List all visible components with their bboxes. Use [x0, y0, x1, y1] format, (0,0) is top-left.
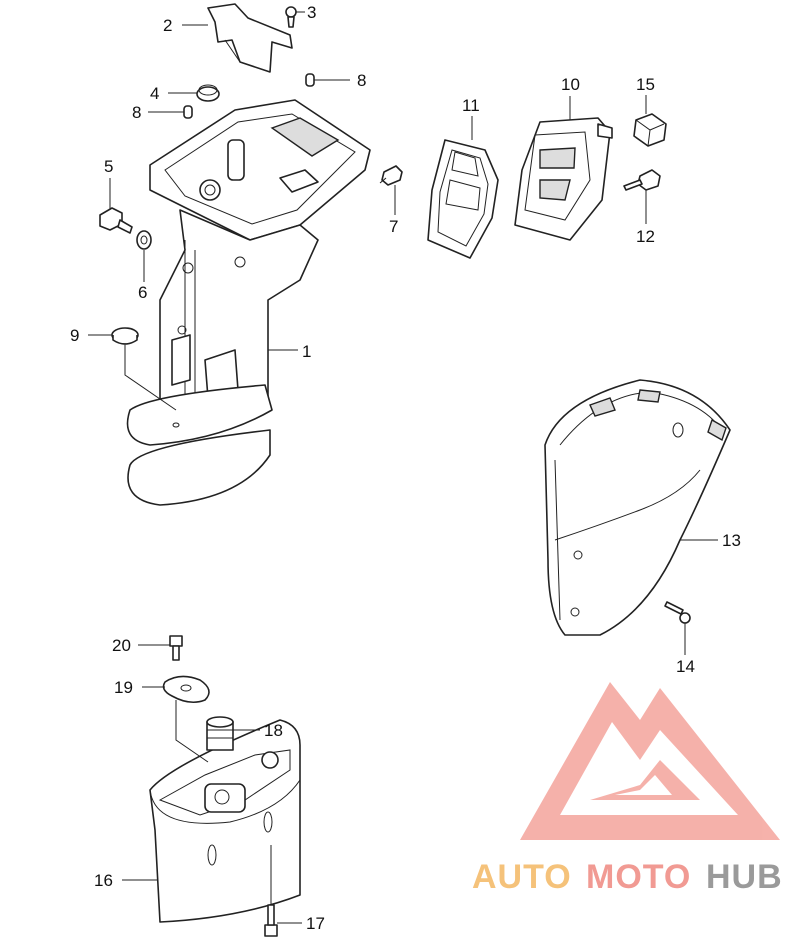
gasket-part-19	[162, 675, 210, 704]
grommet-part-4	[196, 84, 220, 102]
brand-word-moto: MOTO	[586, 858, 691, 896]
grommet-part-18	[206, 716, 234, 751]
callout-1: 1	[302, 342, 311, 361]
brand-word-hub: HUB	[706, 858, 783, 896]
callout-17: 17	[306, 914, 325, 933]
plug-part-9	[111, 327, 139, 345]
callout-7: 7	[389, 217, 398, 236]
callout-4: 4	[150, 84, 159, 103]
callout-8-top: 8	[357, 71, 366, 90]
bolt-part-17	[264, 904, 278, 937]
callout-11: 11	[462, 96, 480, 115]
drive-shaft-housing-part-1	[126, 99, 371, 506]
bolt-part-5	[99, 207, 133, 234]
leader-lines	[88, 11, 718, 924]
bolt-part-20	[169, 635, 183, 661]
callout-16: 16	[94, 871, 113, 890]
callout-20: 20	[112, 636, 131, 655]
callout-9: 9	[70, 326, 79, 345]
automotohub-watermark: AUTO MOTO HUB	[472, 682, 783, 896]
bolt-part-12	[623, 169, 661, 191]
bracket-part-2	[207, 3, 293, 73]
screw-part-14	[664, 601, 691, 624]
automotohub-logo-icon	[520, 682, 780, 840]
callout-8-left: 8	[132, 103, 141, 122]
pin-part-8a	[305, 73, 315, 87]
callout-labels: 2 3 4 8 8 5 6 7 9 1 10 11 15 12 13 14 20…	[70, 3, 741, 933]
callout-10: 10	[561, 75, 580, 94]
callout-15: 15	[636, 75, 655, 94]
callout-2: 2	[163, 16, 172, 35]
callout-14: 14	[676, 657, 695, 676]
lower-apron-part-13	[544, 379, 731, 636]
bolt-part-7	[379, 165, 403, 186]
callout-6: 6	[138, 283, 147, 302]
gasket-part-11	[427, 139, 499, 259]
callout-13: 13	[722, 531, 741, 550]
washer-part-6	[136, 230, 152, 250]
callout-18: 18	[264, 721, 283, 740]
pin-part-8b	[183, 105, 193, 119]
exhaust-cover-part-10	[514, 117, 613, 241]
nut-part-15	[633, 113, 667, 147]
callout-19: 19	[114, 678, 133, 697]
callout-5: 5	[104, 157, 113, 176]
brand-word-auto: AUTO	[472, 858, 572, 896]
lower-housing-part-16	[149, 719, 301, 923]
callout-12: 12	[636, 227, 655, 246]
callout-3: 3	[307, 3, 316, 22]
screw-part-3	[285, 6, 297, 28]
